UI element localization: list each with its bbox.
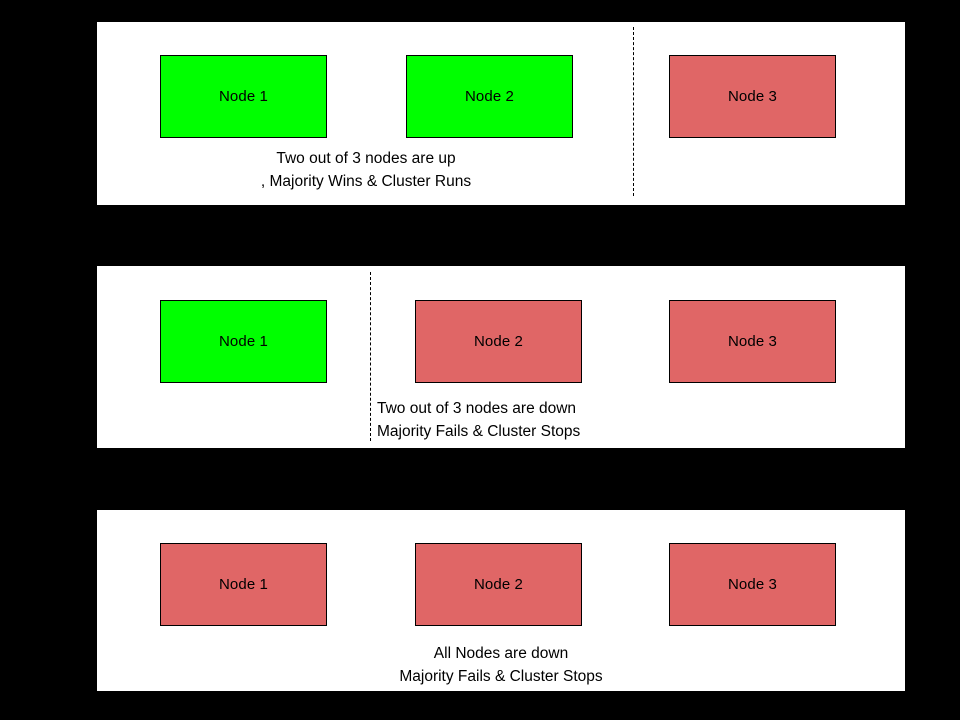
node-label: Node 2 bbox=[474, 333, 523, 350]
quorum-divider bbox=[370, 272, 371, 441]
panel-two-down: Node 1 Node 2 Node 3 Two out of 3 nodes … bbox=[97, 266, 905, 448]
panel-caption: Two out of 3 nodes are down Majority Fai… bbox=[377, 397, 827, 443]
caption-line-1: All Nodes are down bbox=[433, 645, 569, 662]
panel-all-down: Node 1 Node 2 Node 3 All Nodes are down … bbox=[97, 510, 905, 691]
node-box-3: Node 3 bbox=[669, 300, 836, 383]
node-box-2: Node 2 bbox=[415, 543, 582, 626]
caption-line-1: Two out of 3 nodes are up bbox=[276, 150, 456, 167]
panel-caption: Two out of 3 nodes are up , Majority Win… bbox=[97, 147, 635, 193]
node-box-1: Node 1 bbox=[160, 55, 327, 138]
caption-line-2: Majority Fails & Cluster Stops bbox=[377, 423, 581, 440]
panel-two-up: Node 1 Node 2 Node 3 Two out of 3 nodes … bbox=[97, 22, 905, 205]
node-label: Node 1 bbox=[219, 576, 268, 593]
node-box-3: Node 3 bbox=[669, 55, 836, 138]
node-label: Node 3 bbox=[728, 576, 777, 593]
panel-caption: All Nodes are down Majority Fails & Clus… bbox=[97, 642, 905, 688]
node-box-1: Node 1 bbox=[160, 300, 327, 383]
node-label: Node 1 bbox=[219, 333, 268, 350]
node-label: Node 2 bbox=[465, 88, 514, 105]
node-label: Node 2 bbox=[474, 576, 523, 593]
node-label: Node 3 bbox=[728, 88, 777, 105]
quorum-divider bbox=[633, 27, 634, 196]
caption-line-1: Two out of 3 nodes are down bbox=[377, 400, 577, 417]
node-box-1: Node 1 bbox=[160, 543, 327, 626]
caption-line-2: Majority Fails & Cluster Stops bbox=[399, 668, 603, 685]
node-box-3: Node 3 bbox=[669, 543, 836, 626]
node-box-2: Node 2 bbox=[415, 300, 582, 383]
node-label: Node 3 bbox=[728, 333, 777, 350]
node-label: Node 1 bbox=[219, 88, 268, 105]
caption-line-2: , Majority Wins & Cluster Runs bbox=[260, 173, 472, 190]
node-box-2: Node 2 bbox=[406, 55, 573, 138]
